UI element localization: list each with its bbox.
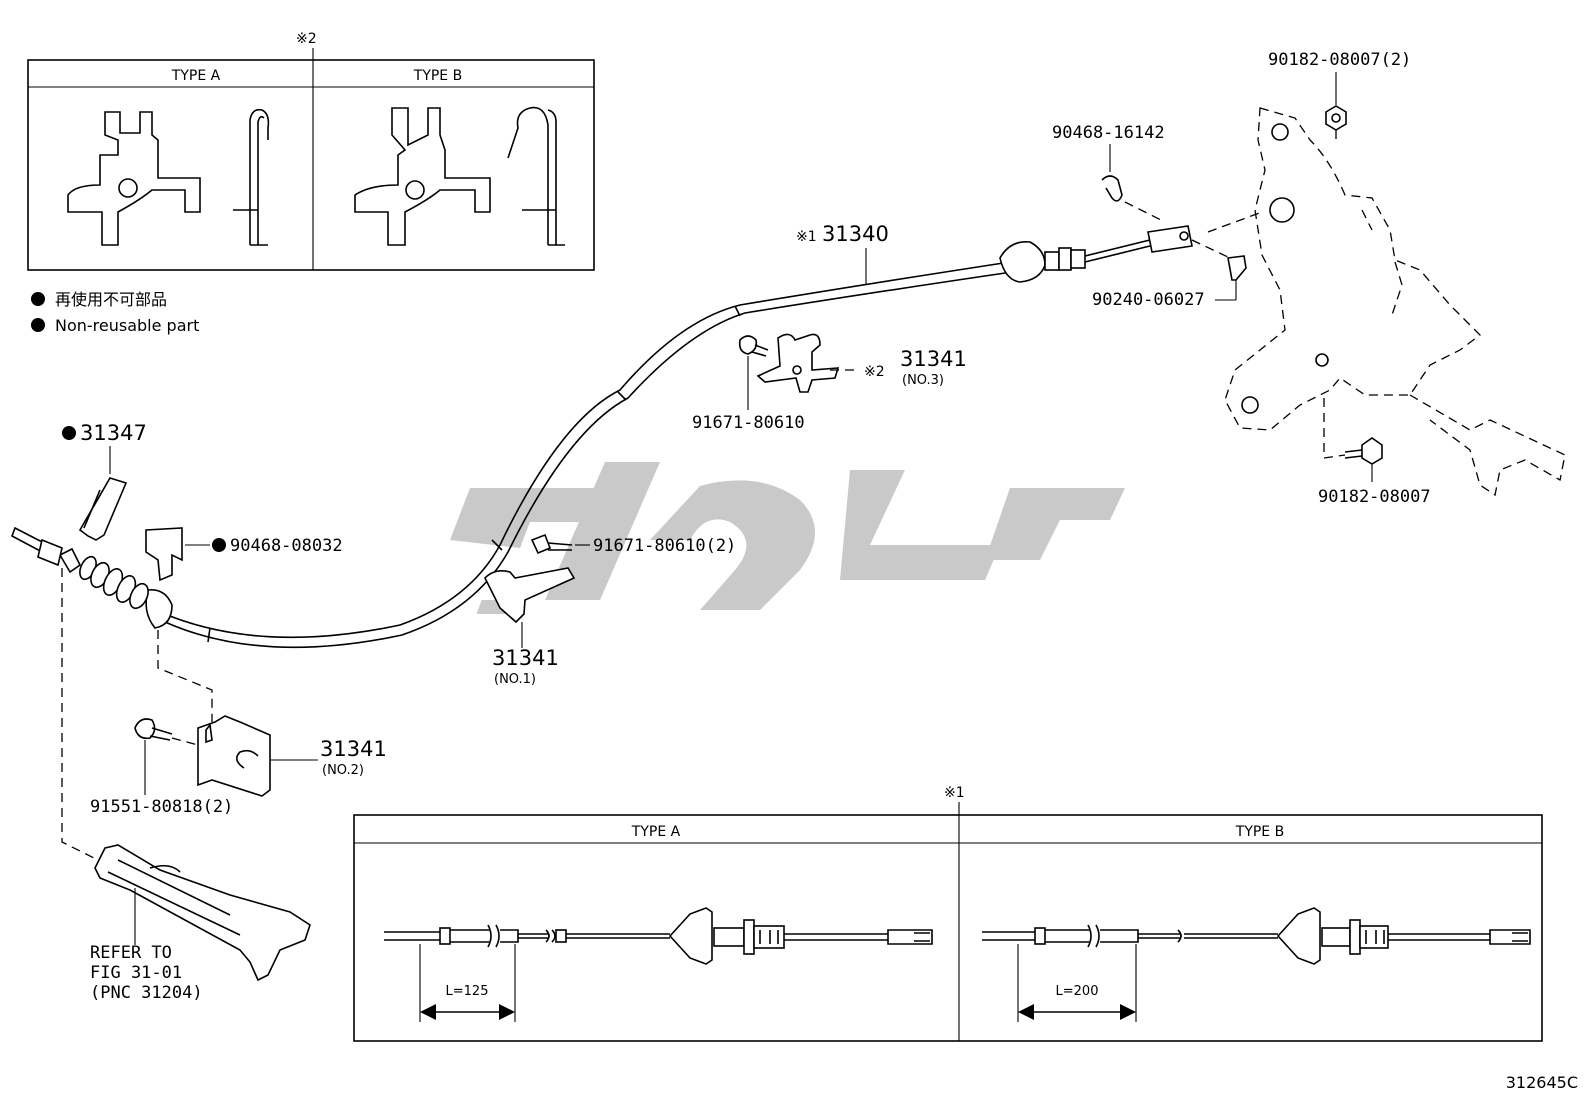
- clip-part-number: 31347: [80, 421, 147, 445]
- bolt-no3-part-number: 91671-80610: [692, 413, 805, 433]
- nut-90182-08007-top: 90182-08007(2): [1268, 50, 1411, 140]
- pin-part-number: 90240-06027: [1092, 290, 1205, 310]
- bracket-no2: 31341 (NO.2): [197, 715, 387, 797]
- clutch-cable: [11, 225, 1193, 649]
- inset-cable-type-b: TYPE B: [1235, 824, 1284, 840]
- bolt-90182-08007: 90182-08007: [1318, 398, 1431, 507]
- bracket-no1-sub: (NO.1): [494, 672, 536, 687]
- cable-type-a: L=125: [384, 907, 933, 1022]
- legend-en: Non-reusable part: [55, 316, 199, 335]
- refer-line1: REFER TO: [90, 943, 172, 963]
- bracket-no2-part-number: 31341: [320, 737, 387, 761]
- clip-31347: 31347: [62, 421, 147, 541]
- bolt-no2-part-number: 91551-80818(2): [90, 797, 233, 817]
- cable-bellows: [79, 555, 149, 610]
- length-b: L=200: [1056, 984, 1099, 999]
- inset-clip-type-a: TYPE A: [171, 68, 221, 84]
- clip-pedal-part-number: 90468-16142: [1052, 123, 1165, 143]
- bracket-no1: 31341 (NO.1): [484, 567, 576, 687]
- release-fork: REFER TO FIG 31-01 (PNC 31204): [90, 844, 311, 1003]
- legend: 再使用不可部品 Non-reusable part: [31, 290, 199, 335]
- cable-part-number: 31340: [822, 222, 889, 246]
- refer-line2: FIG 31-01: [90, 963, 182, 983]
- clutch-pedal-bracket: [1207, 107, 1566, 497]
- inset-clip-type-b: TYPE B: [413, 68, 462, 84]
- legend-ja: 再使用不可部品: [55, 290, 167, 309]
- bracket-no3-part-number: 31341: [900, 347, 967, 371]
- legend-bullet: [31, 292, 45, 306]
- pin-90240-06027: 90240-06027: [1092, 239, 1247, 310]
- watermark-logo: [450, 462, 1125, 614]
- non-reusable-bullet: [62, 426, 76, 440]
- bracket-no1-part-number: 31341: [492, 646, 559, 670]
- refer-line3: (PNC 31204): [90, 983, 203, 1003]
- inset-cable-marker: ※1: [944, 785, 965, 801]
- bolt-91551-80818: 91551-80818(2): [90, 718, 233, 817]
- bracket-no3: ※2 31341 (NO.3): [756, 333, 967, 393]
- bolt-91671-80610: 91671-80610: [692, 335, 805, 433]
- inset-clip-types: ※2 TYPE A TYPE B: [27, 31, 595, 271]
- cable-type-b: L=200: [982, 907, 1531, 1022]
- retainer-part-number: 90468-08032: [230, 536, 343, 556]
- bolt-pedal-part-number: 90182-08007: [1318, 487, 1431, 507]
- clip-90468-16142: 90468-16142: [1052, 123, 1166, 223]
- cable-marker: ※1: [796, 229, 817, 245]
- nut-top-part-number: 90182-08007(2): [1268, 50, 1411, 70]
- bolt-91671-80610-2: 91671-80610(2): [530, 533, 736, 556]
- inset-clip-marker: ※2: [296, 31, 317, 47]
- legend-bullet: [31, 318, 45, 332]
- non-reusable-bullet: [212, 538, 226, 552]
- length-a: L=125: [446, 984, 489, 999]
- inset-cable-type-a: TYPE A: [631, 824, 681, 840]
- retainer-90468-08032: 90468-08032: [145, 527, 343, 582]
- inset-cable-types: ※1 TYPE A TYPE B: [353, 785, 1543, 1042]
- bracket-no2-sub: (NO.2): [322, 763, 364, 778]
- diagram-code: 312645C: [1506, 1073, 1578, 1092]
- bolt-2-part-number: 91671-80610(2): [593, 536, 736, 556]
- bracket-no3-marker: ※2: [864, 364, 885, 380]
- bracket-no3-sub: (NO.3): [902, 373, 944, 388]
